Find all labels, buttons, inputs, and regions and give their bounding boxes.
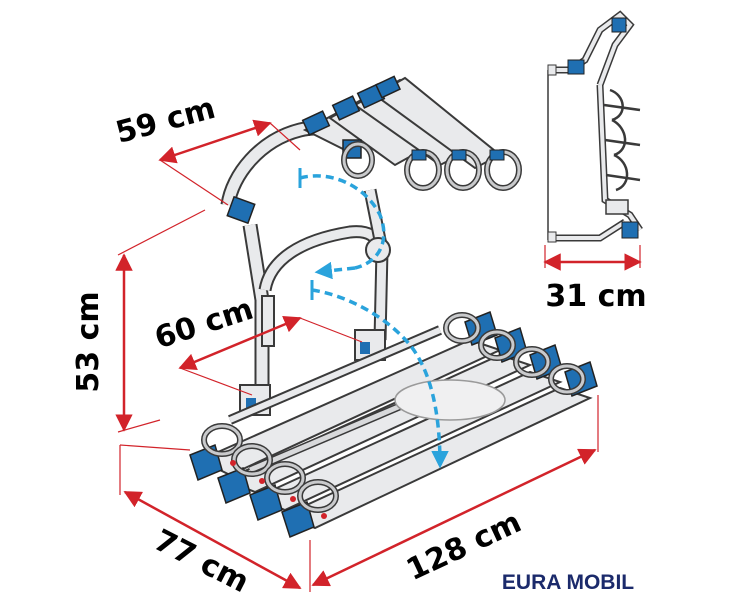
dimension-lines bbox=[115, 119, 642, 590]
dim-label-height: 53 cm bbox=[71, 291, 106, 392]
dim-label-side-depth: 31 cm bbox=[545, 279, 646, 314]
dim-line-depth bbox=[123, 490, 302, 590]
top-arms bbox=[301, 75, 522, 191]
dim-line-length bbox=[311, 448, 597, 587]
dim-label-width-middle: 60 cm bbox=[151, 292, 258, 357]
fold-arrow-ticks bbox=[298, 168, 314, 300]
dim-label-width-top: 59 cm bbox=[112, 91, 219, 151]
extension-lines bbox=[117, 122, 641, 592]
side-view-illustration bbox=[547, 10, 643, 243]
lower-platform bbox=[189, 311, 598, 539]
dim-line-width-middle bbox=[178, 315, 302, 371]
brand-label: EURA MOBIL bbox=[502, 571, 634, 594]
dim-line-width-top bbox=[158, 119, 272, 164]
fold-arrows bbox=[299, 174, 449, 469]
